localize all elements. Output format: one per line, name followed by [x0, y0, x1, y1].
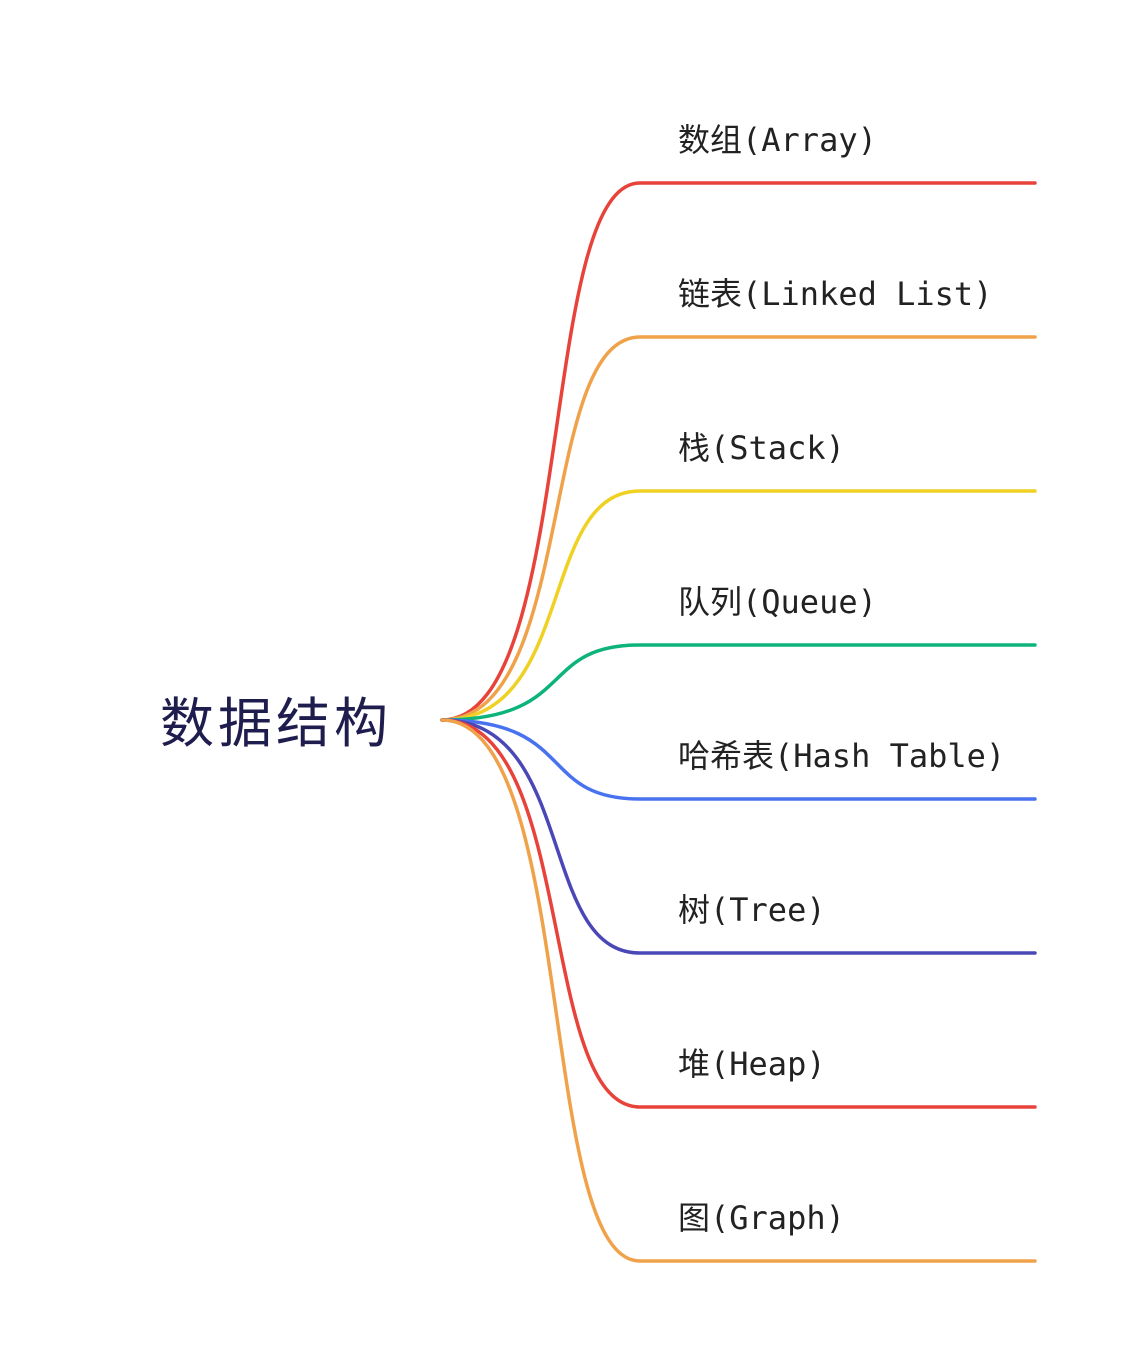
branch-line [440, 718, 1037, 955]
branch-label: 图(Graph) [678, 1199, 845, 1237]
branch-label: 堆(Heap) [678, 1045, 826, 1083]
branch-line [440, 489, 1037, 722]
branch-label: 链表(Linked List) [678, 275, 992, 313]
branch-label: 队列(Queue) [678, 583, 877, 621]
branch-labels: 数组(Array) 链表(Linked List) 栈(Stack) 队列(Queue… [678, 121, 1005, 1237]
branch-line [440, 718, 1037, 801]
branch-label: 栈(Stack) [678, 429, 845, 467]
branch-label: 树(Tree) [678, 891, 826, 929]
branch-lines [440, 181, 1037, 1263]
branch-line [440, 718, 1037, 1109]
branch-line [440, 335, 1037, 722]
branch-label: 哈希表(Hash Table) [678, 737, 1005, 775]
branch-line [440, 718, 1037, 1263]
branch-line [440, 181, 1037, 722]
root-topic: 数据结构 [160, 692, 392, 755]
branch-label: 数组(Array) [678, 121, 877, 159]
branch-line [440, 643, 1037, 722]
